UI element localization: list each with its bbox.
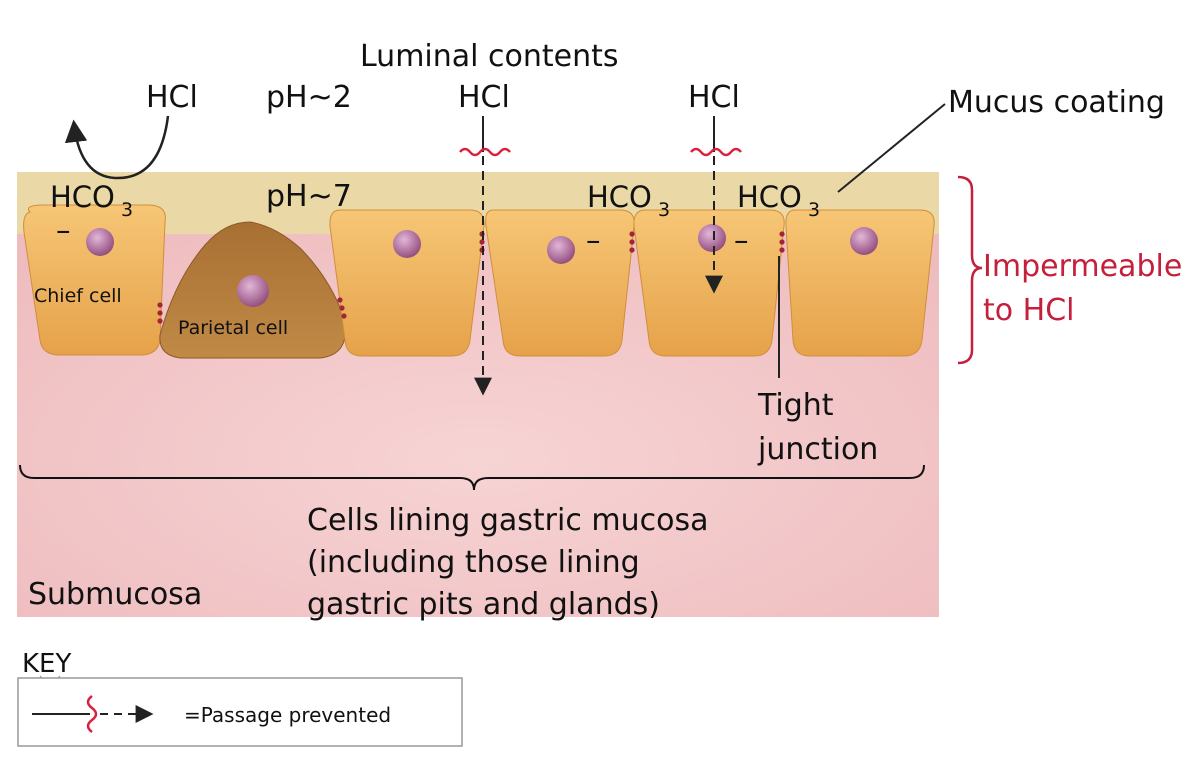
- key-text: =Passage prevented: [184, 703, 391, 727]
- ph-lumen-label: pH~2: [266, 80, 352, 115]
- impermeable-brace: [957, 175, 983, 365]
- bicarbonate-label-1: HCO 3 –: [50, 180, 133, 247]
- submucosa-region: [17, 220, 939, 617]
- svg-text:HCO: HCO: [737, 180, 802, 214]
- chief-cell-label: Chief cell: [34, 285, 122, 307]
- submucosa-label: Submucosa: [28, 577, 202, 612]
- blocked-marker-icon: [86, 695, 98, 733]
- epithelial-cells: [23, 204, 935, 359]
- svg-text:–: –: [734, 223, 749, 257]
- key-title: KEY: [22, 649, 71, 679]
- cells-lining-label-line3: gastric pits and glands): [307, 587, 660, 622]
- mucus-coating-leader: [837, 103, 946, 193]
- tight-junction-label-line1: Tight: [757, 388, 834, 423]
- luminal-contents-label: Luminal contents: [360, 39, 619, 74]
- nucleus: [237, 275, 269, 307]
- nucleus: [393, 230, 421, 258]
- chief-cell: [23, 204, 166, 356]
- cells-lining-label-line2: (including those lining: [307, 545, 640, 580]
- tight-junction-label-line2: junction: [757, 432, 878, 467]
- cells-lining-label-line1: Cells lining gastric mucosa: [307, 503, 708, 538]
- key-legend: KEY =Passage prevented: [17, 649, 463, 747]
- hcl-label-right: HCl: [688, 80, 740, 115]
- svg-text:HCO: HCO: [50, 180, 115, 214]
- svg-text:3: 3: [808, 199, 820, 221]
- cells-lining-brace: [19, 464, 925, 491]
- ph-mucus-label: pH~7: [266, 179, 352, 214]
- hcl-label-left: HCl: [146, 80, 198, 115]
- bicarbonate-label-2: HCO 3 –: [586, 180, 670, 257]
- key-box: [17, 677, 463, 747]
- svg-text:–: –: [586, 223, 601, 257]
- hcl-label-middle: HCl: [458, 80, 510, 115]
- impermeable-label-line2: to HCl: [983, 293, 1075, 328]
- svg-text:3: 3: [121, 199, 133, 221]
- bicarbonate-label-3: HCO 3 –: [734, 180, 820, 257]
- nucleus: [86, 228, 114, 256]
- svg-text:3: 3: [658, 199, 670, 221]
- mucus-coating-label: Mucus coating: [948, 85, 1165, 120]
- svg-text:–: –: [56, 213, 71, 247]
- blocked-marker-icon: [459, 147, 511, 157]
- hcl-exit-arrow: [64, 115, 170, 180]
- nucleus: [850, 227, 878, 255]
- svg-text:HCO: HCO: [587, 180, 652, 214]
- cell-nuclei: [86, 224, 878, 307]
- epithelial-cell-4: [485, 209, 635, 357]
- epithelial-cell-6: [785, 209, 935, 357]
- blocked-marker-icon: [690, 147, 742, 157]
- impermeable-label-line1: Impermeable: [983, 249, 1182, 284]
- nucleus: [547, 236, 575, 264]
- parietal-cell-label: Parietal cell: [178, 317, 288, 339]
- nucleus: [698, 224, 726, 252]
